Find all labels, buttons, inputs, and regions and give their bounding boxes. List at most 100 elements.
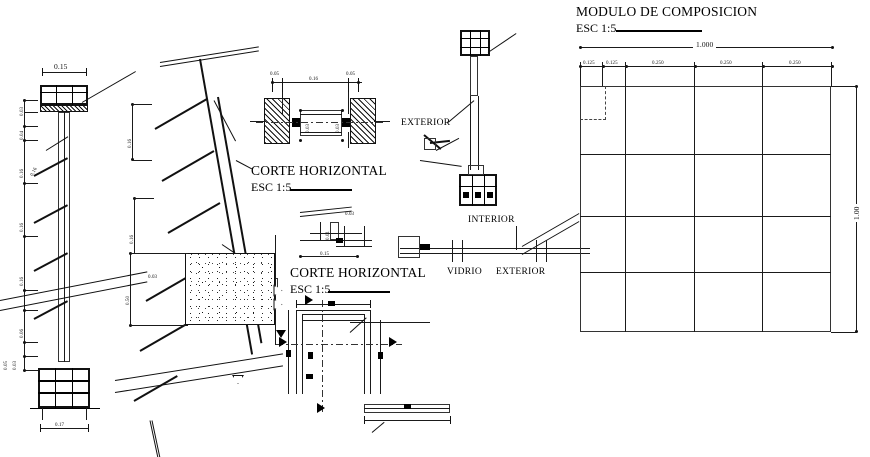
mullion-h1: [460, 38, 490, 39]
break-symbol: [274, 299, 283, 311]
dim-node: [23, 369, 26, 372]
u-right-inner: [364, 314, 365, 394]
sash-v1: [472, 174, 473, 206]
ch2-line-c: [336, 246, 372, 247]
modulo-grid-col: [762, 86, 763, 332]
center-dim-a-text: 0.16: [128, 138, 133, 148]
sash-neck: [468, 165, 484, 175]
plate-leader: [371, 421, 385, 433]
corte2-underline: [328, 291, 390, 293]
corte1-leader: [235, 160, 253, 170]
glazing-tick: [452, 240, 453, 262]
dim-ext: [24, 112, 38, 113]
u-dim-right-text: [378, 352, 383, 359]
dim-node: [23, 139, 26, 142]
dim-ext: [24, 342, 38, 343]
u-top-outer: [296, 310, 370, 311]
concrete-block: [185, 253, 275, 325]
plate-tick: [450, 416, 451, 424]
sash-cell: [487, 192, 493, 198]
sill-leg-l: [42, 408, 43, 420]
dim-003-text: 0.03: [20, 106, 25, 116]
dim-004-text: 0.04: [20, 130, 25, 140]
dim-node: [625, 65, 628, 68]
dim-node: [341, 109, 344, 112]
sash-leader: [419, 160, 462, 167]
corte2-title: CORTE HORIZONTAL: [290, 265, 426, 280]
left-bottom-chain: [24, 310, 25, 370]
stipple-height-text: 0.50: [126, 295, 131, 305]
glazing-end-nub: [420, 244, 430, 250]
modulo-ext: [625, 62, 626, 86]
dim-015-tick-r: [86, 68, 87, 76]
dim-node: [299, 139, 302, 142]
sill-line2: [38, 392, 90, 394]
ch1-frame-inner-top: [300, 114, 342, 115]
dim-node: [579, 46, 582, 49]
modulo-col4-text: 0.250: [718, 61, 734, 66]
interior-tick: [516, 226, 517, 250]
dim-017-line: [40, 428, 88, 429]
ch1-frame-inner-bot: [300, 132, 342, 133]
dim-node: [23, 355, 26, 358]
wall-block-right: [350, 98, 376, 144]
sill-leg-r: [86, 408, 87, 420]
louver-blade: [167, 202, 221, 234]
modulo-height-ext: [831, 332, 857, 333]
dim-node: [831, 46, 834, 49]
level-marker-filled: [276, 330, 286, 338]
ch2-small-text: 0.01: [326, 230, 331, 240]
ch2-profile: [330, 222, 339, 240]
u-dim-bot-text: [306, 374, 313, 379]
u-tick: [296, 300, 297, 308]
ch2-vert-b: [344, 226, 345, 246]
left-head-div1: [56, 85, 57, 105]
modulo-title: MODULO DE COMPOSICION: [576, 4, 758, 19]
dim-node: [23, 309, 26, 312]
lead-line-top: [81, 71, 136, 103]
dim-node: [341, 139, 344, 142]
interior-leader2: [521, 221, 580, 255]
ch1-span-text: 0.16: [309, 77, 319, 82]
ch1-frame-tube: [300, 110, 342, 136]
ch2-overall-text: 0.15: [320, 252, 330, 257]
wall-block-left: [264, 98, 290, 144]
modulo-dashed-inset: [580, 86, 606, 120]
modulo-ext: [580, 62, 581, 86]
modulo-height-ext: [831, 86, 857, 87]
louver-blade: [139, 322, 189, 352]
modulo-ext: [694, 62, 695, 86]
left-head-line1: [40, 92, 88, 93]
ch1-tick: [348, 78, 349, 92]
dim-node: [602, 65, 605, 68]
dim-node: [131, 158, 134, 161]
dim-ext: [24, 236, 38, 237]
dim-003b-text: 0.03: [13, 360, 18, 370]
dim-ext: [24, 183, 38, 184]
dim-016a-text: 0.16: [20, 168, 25, 178]
ch1-tick: [272, 78, 273, 92]
stipple-dim-line: [130, 253, 131, 325]
glazing-tick: [462, 240, 463, 262]
dim-node: [356, 255, 359, 258]
modulo-ext: [762, 62, 763, 86]
dim-ext: [134, 198, 154, 199]
center-dim-line2: [134, 198, 135, 254]
dim-node: [299, 109, 302, 112]
dim-node: [694, 65, 697, 68]
modulo-col2-text: 0.125: [605, 61, 619, 66]
u-top-inner2: [302, 320, 364, 321]
left-sill-profile: [38, 368, 90, 408]
dim-node: [23, 289, 26, 292]
interior-leader: [521, 213, 580, 247]
transom-line-lower: [114, 353, 283, 381]
glazing-bar-top: [400, 248, 590, 249]
label-vidrio: VIDRIO: [447, 267, 483, 277]
sash-h1: [459, 186, 497, 187]
dim-015-tick-l: [42, 68, 43, 76]
glazing-tick: [546, 240, 547, 262]
dim-ext: [24, 290, 38, 291]
dim-016b-text: 0.16: [20, 222, 25, 232]
center-top-rail: [159, 46, 259, 63]
dim-ext: [24, 126, 38, 127]
